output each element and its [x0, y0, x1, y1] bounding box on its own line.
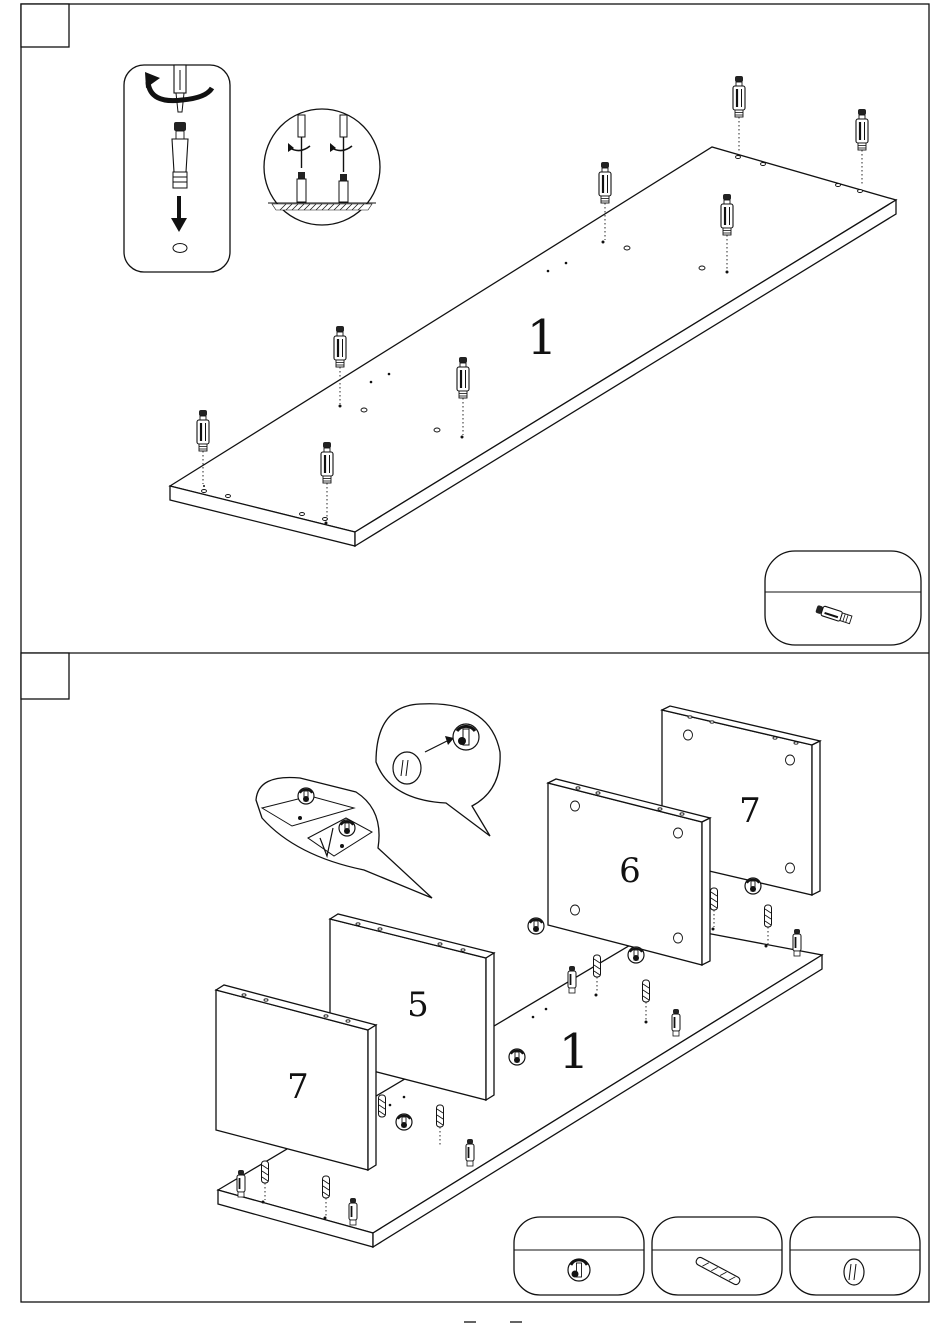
step-2-parts-box-dowel — [652, 1217, 782, 1295]
step-2-parts-box-cam-lock — [514, 1217, 644, 1295]
cam-bolt-joint-callout — [256, 777, 432, 898]
bolt-insert-detail — [124, 65, 230, 272]
cam-lock-icon — [745, 878, 761, 894]
cam-lock-icon — [528, 918, 544, 934]
step-1-number-box — [21, 4, 69, 47]
wood-dowel-icon — [379, 1095, 386, 1117]
cam-bolt-icon — [568, 966, 576, 993]
step-2-parts-box-cap — [790, 1217, 920, 1295]
panel-label-6: 6 — [619, 851, 641, 891]
cam-lock-icon — [396, 1114, 412, 1130]
cam-lock-icon — [453, 724, 479, 750]
cam-lock-icon — [568, 1259, 590, 1281]
panel-label-1-step2: 1 — [559, 1024, 590, 1080]
panel-label-7-left: 7 — [287, 1067, 309, 1107]
panel-label-1: 1 — [527, 310, 558, 366]
cam-lock-icon — [298, 788, 314, 804]
cam-bolt-icon — [733, 76, 745, 153]
cam-lock-insert-callout — [376, 704, 500, 836]
bolt-hole — [173, 244, 187, 253]
cam-lock-icon — [339, 820, 355, 836]
panel-label-7-right: 7 — [739, 791, 761, 831]
panel-label-5: 5 — [407, 985, 429, 1025]
wood-dowel-icon — [711, 888, 718, 927]
cam-bolt-icon — [793, 929, 801, 956]
cam-lock-icon — [628, 947, 644, 963]
step-1-parts-box — [765, 551, 921, 645]
cam-lock-icon — [509, 1049, 525, 1065]
screwdriver-depth-detail — [264, 109, 380, 225]
wood-dowel-icon — [765, 905, 772, 944]
cam-bolt-icon — [856, 109, 868, 185]
cover-cap-icon — [844, 1259, 864, 1285]
step-2-number-box — [21, 653, 69, 699]
